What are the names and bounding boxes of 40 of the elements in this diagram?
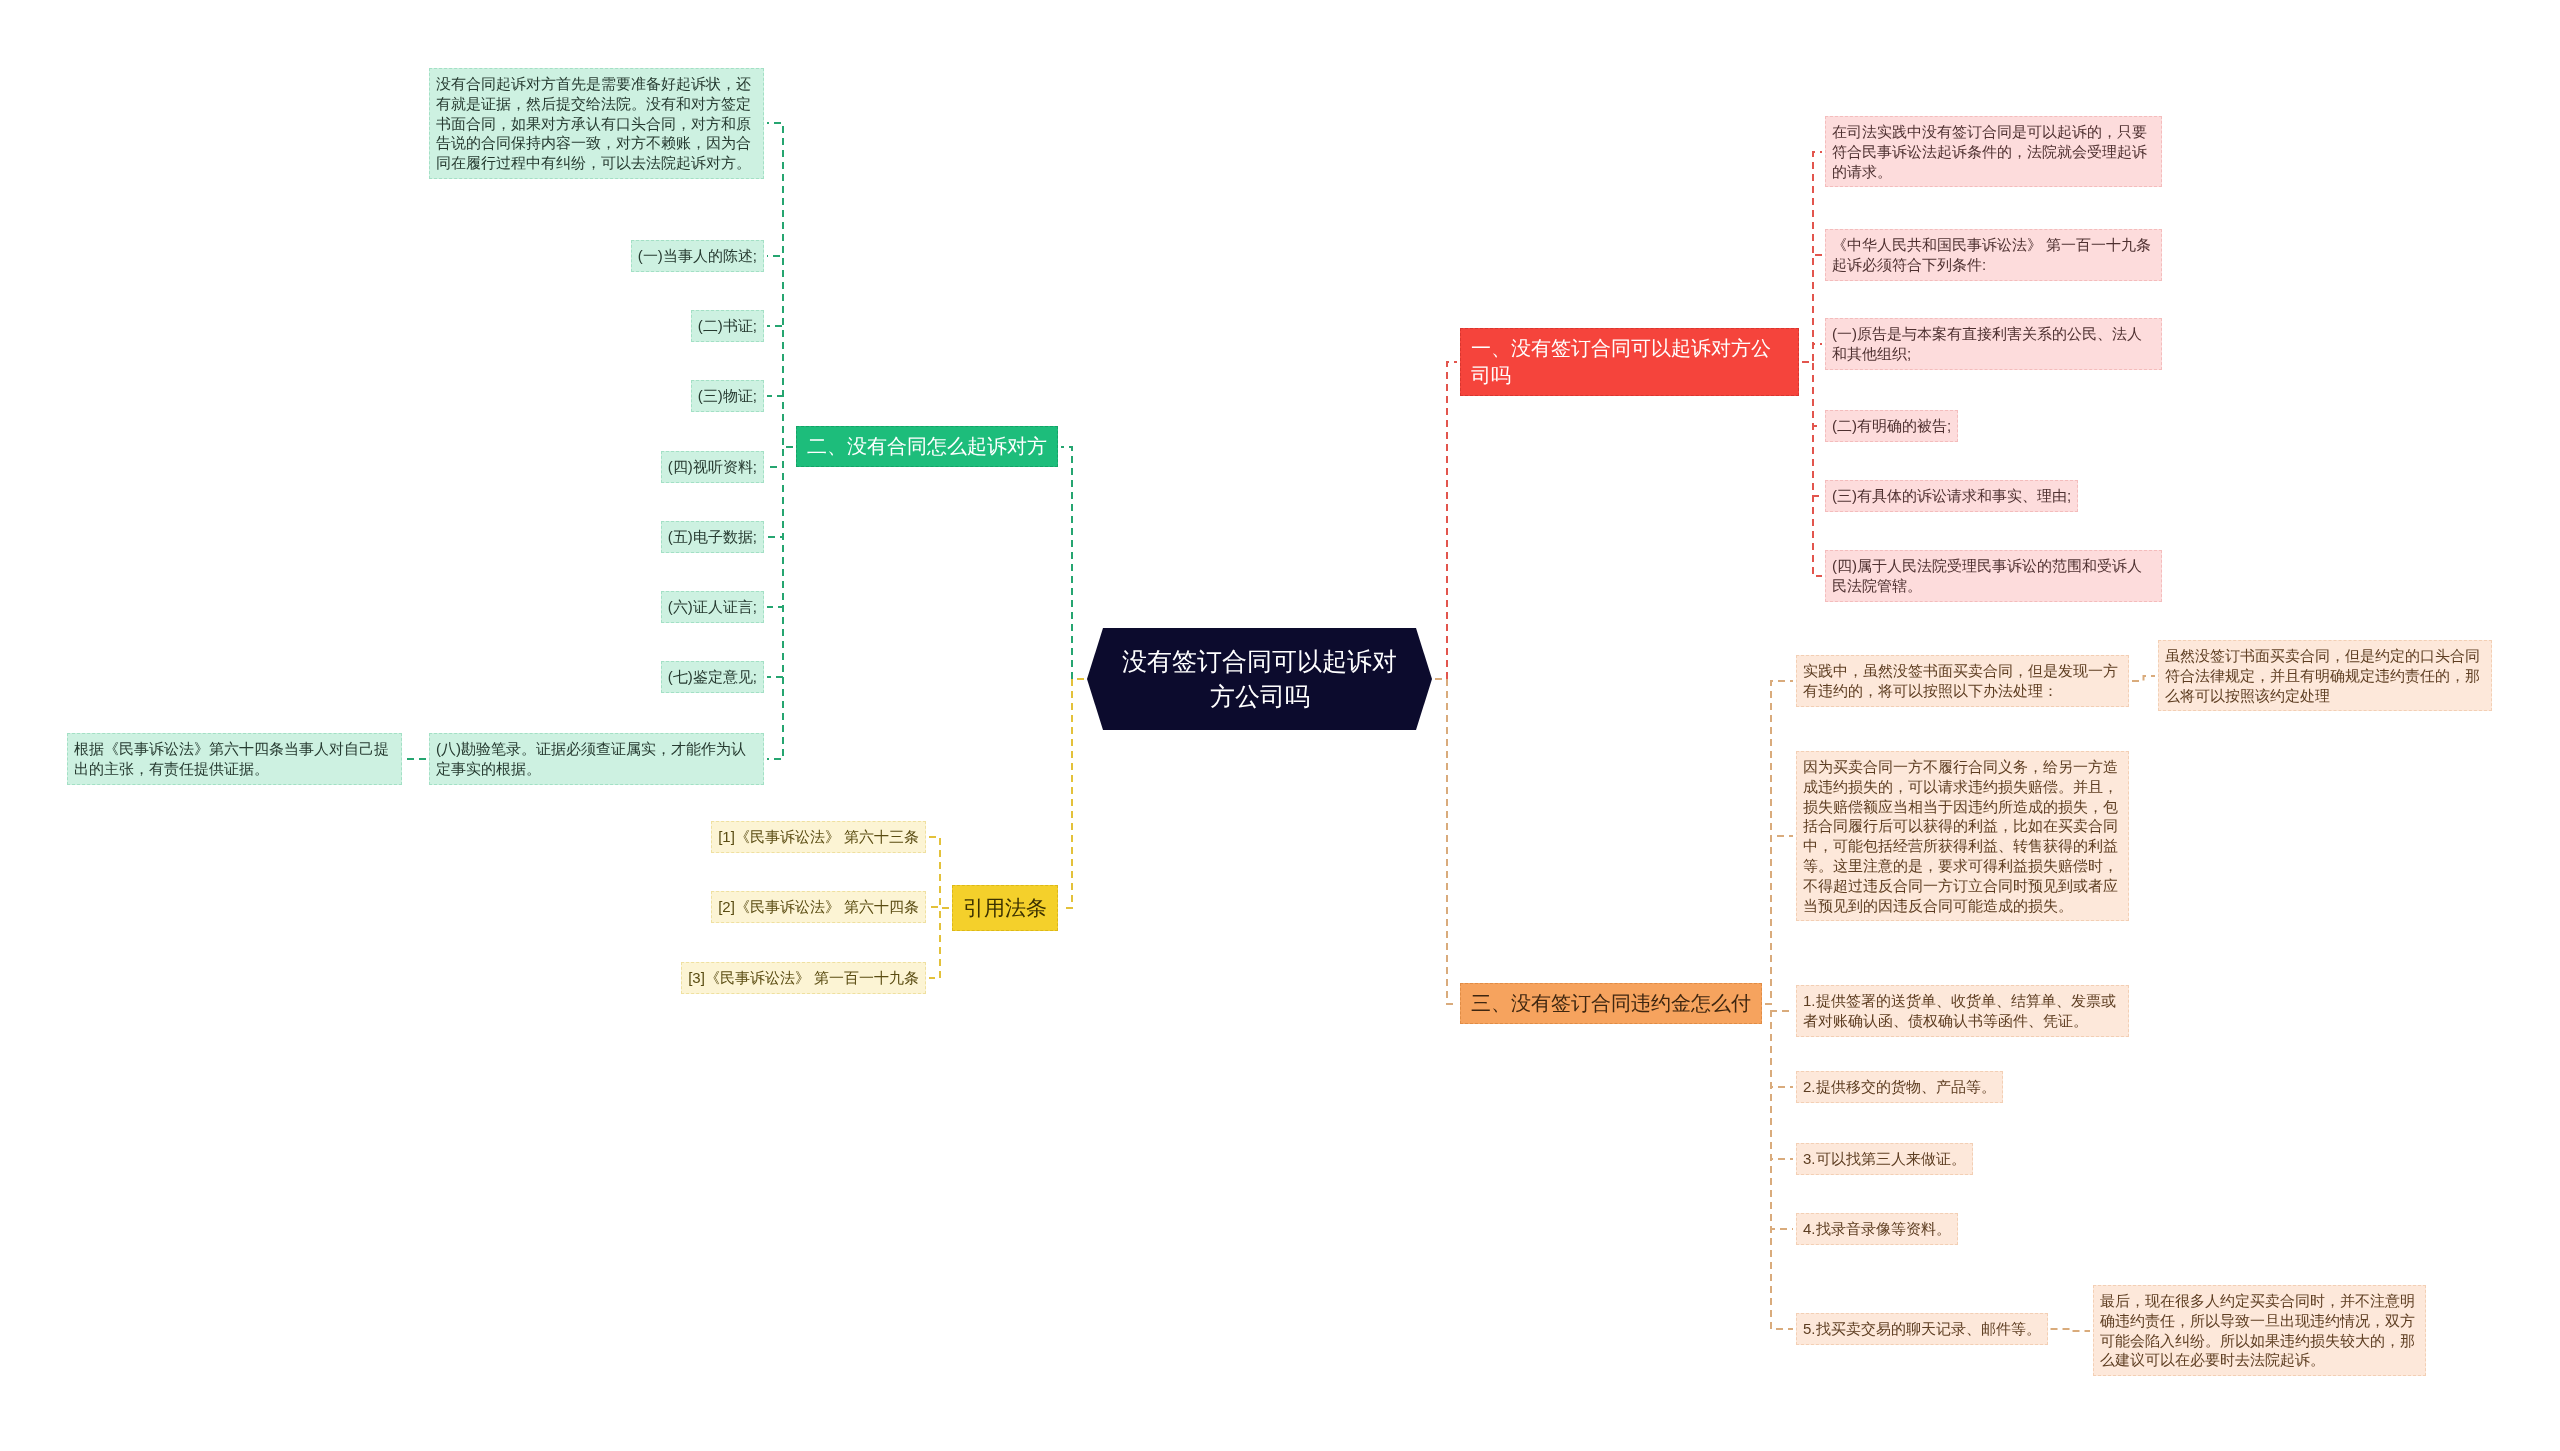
subtopic-box: (五)电子数据; [660,521,764,553]
subtopic-box: (一)原告是与本案有直接利害关系的公民、法人和其他组织; [1825,318,2162,370]
subtopic-box: 虽然没签订书面买卖合同，但是约定的口头合同符合法律规定，并且有明确规定违约责任的，那么将可以按照该约定处理 [2158,640,2492,712]
subtopic-box: (六)证人证言; [660,591,764,623]
subtopic-box: 1.提供签署的送货单、收货单、结算单、发票或者对账确认函、债权确认书等函件、凭证。 [1796,985,2129,1037]
subtopic-box: 4.找录音录像等资料。 [1796,1213,1958,1245]
subtopic-box: (二)书证; [690,310,764,342]
subtopic-box: (一)当事人的陈述; [630,240,764,272]
connector-line [1764,1003,1794,1330]
subtopic-box: 《中华人民共和国民事诉讼法》 第一百一十九条起诉必须符合下列条件: [1825,229,2162,281]
connector-line [404,758,427,760]
topic-box: 引用法条 [952,885,1058,932]
topic-box: 一、没有签订合同可以起诉对方公司吗 [1460,328,1799,396]
subtopic-box: 最后，现在很多人约定买卖合同时，并不注意明确违约责任，所以导致一旦出现违约情况，双方可能会陷入纠纷。所以如果违约损失较大的，那么建议可以在必要时去法院起诉。 [2093,1285,2426,1377]
topic-box: 二、没有合同怎么起诉对方 [796,426,1058,467]
central-topic: 没有签订合同可以起诉对方公司吗 [1087,628,1432,730]
subtopic-box: 没有合同起诉对方首先是需要准备好起诉状，还有就是证据，然后提交给法院。没有和对方签定书面合同，如果对方承认有口头合同，对方和原告说的合同保持内容一致，对方不赖账，因为合同在履行过程中有纠纷，可以去法院起诉对方。 [429,68,764,179]
subtopic-box: 2.提供移交的货物、产品等。 [1796,1071,2003,1103]
subtopic-box: 在司法实践中没有签订合同是可以起诉的，只要符合民事诉讼法起诉条件的，法院就会受理起诉的请求。 [1825,116,2162,188]
subtopic-box: [3]《民事诉讼法》 第一百一十九条 [681,962,926,994]
subtopic-box: (八)勘验笔录。证据必须查证属实，才能作为认定事实的根据。 [429,733,764,785]
connector-line [766,446,794,760]
connector-line [2131,675,2156,682]
connector-line [1801,361,1823,577]
topic-box: 三、没有签订合同违约金怎么付 [1460,983,1762,1024]
subtopic-box: [1]《民事诉讼法》 第六十三条 [711,821,926,853]
subtopic-box: 因为买卖合同一方不履行合同义务，给另一方造成违约损失的，可以请求违约损失赔偿。并且，损失赔偿额应当相当于因违约所造成的损失，包括合同履行后可以获得的利益，比如在买卖合同中，可能包括经营所获得利益、转售获得的利益等。这里注意的是，要求可得利益损失赔偿时，不得超过违反合同一方订立合同时预见到或者应当预见到的因违反合同可能造成的损失。 [1796,751,2129,922]
subtopic-box: (四)视听资料; [660,451,764,483]
subtopic-box: (四)属于人民法院受理民事诉讼的范围和受诉人民法院管辖。 [1825,550,2162,602]
subtopic-box: (二)有明确的被告; [1825,410,1959,442]
subtopic-box: [2]《民事诉讼法》 第六十四条 [711,891,926,923]
subtopic-box: 实践中，虽然没签书面买卖合同，但是发现一方有违约的，将可以按照以下办法处理： [1796,655,2129,707]
subtopic-box: 5.找买卖交易的聊天记录、邮件等。 [1796,1313,2048,1345]
subtopic-box: 根据《民事诉讼法》第六十四条当事人对自己提出的主张，有责任提供证据。 [67,733,402,785]
connector-line [928,907,950,979]
subtopic-box: 3.可以找第三人来做证。 [1796,1143,1973,1175]
connector-line [2049,1328,2091,1332]
subtopic-box: (三)物证; [690,380,764,412]
subtopic-box: (七)鉴定意见; [660,661,764,693]
subtopic-box: (三)有具体的诉讼请求和事实、理由; [1825,480,2079,512]
